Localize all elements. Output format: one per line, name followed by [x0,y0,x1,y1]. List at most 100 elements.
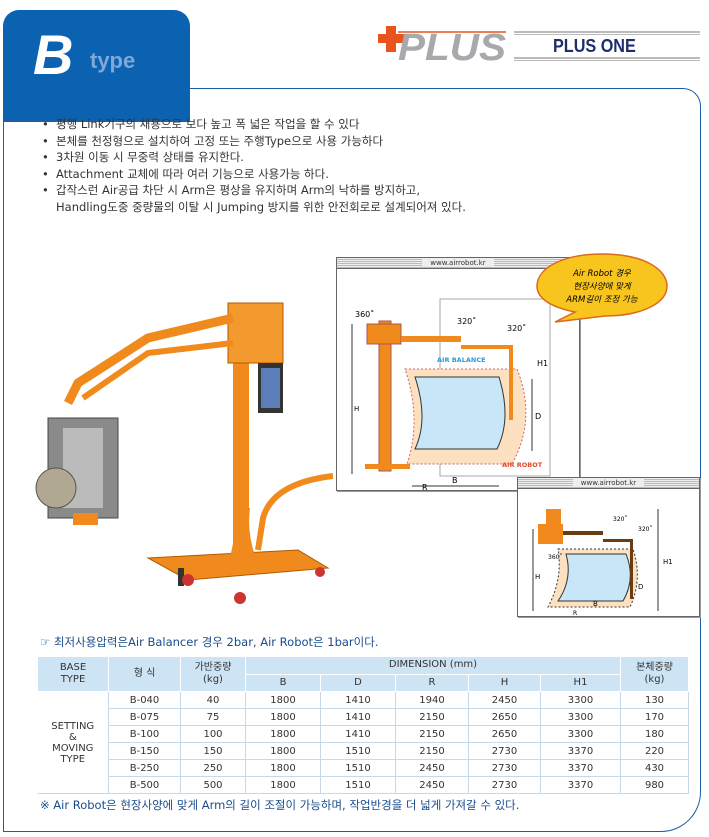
table-cell: B-100 [108,725,181,743]
table-cell: 1510 [320,759,396,777]
table-cell: 1940 [395,691,469,709]
table-cell: 40 [180,691,246,709]
content-panel [3,119,701,832]
table-cell: 2150 [395,708,469,726]
type-tab [3,10,190,122]
table-cell: 100 [180,725,246,743]
table-cell: 1800 [245,776,321,794]
table-cell: 3370 [540,742,621,760]
svg-text:D: D [535,412,541,421]
feature-list: 평행 Link기구의 채용으로 보다 높고 폭 넓은 작업을 할 수 있다 본체… [42,116,466,216]
table-cell: 1800 [245,725,321,743]
table-cell: 3300 [540,691,621,709]
svg-text:PLUS: PLUS [398,27,506,64]
table-cell: 2450 [468,691,541,709]
table-cell: 2150 [395,725,469,743]
diagram-window-1: www.airrobot.kr 360˚ 320˚ 320˚ AIR BALAN… [336,257,580,492]
svg-text:D: D [638,583,643,591]
table-cell: 250 [180,759,246,777]
svg-text:B: B [452,476,458,485]
table-cell: 2450 [395,759,469,777]
table-cell: 2650 [468,725,541,743]
svg-text:Air Robot 경우: Air Robot 경우 [572,268,632,279]
table-cell: 2730 [468,776,541,794]
table-cell: 1410 [320,691,396,709]
table-cell: 3300 [540,725,621,743]
window-titlebar: www.airrobot.kr [518,478,699,489]
diagram-window-2: www.airrobot.kr 320˚ 320˚ 360˚ H H1 D B … [517,477,700,617]
table-cell: 3370 [540,759,621,777]
table-cell: 1800 [245,708,321,726]
window-url: www.airrobot.kr [422,259,494,267]
table-cell: 2730 [468,759,541,777]
table-cell: 2150 [395,742,469,760]
product-photo [35,302,333,604]
plus-logo: PLUS [378,26,506,64]
table-cell: 980 [620,776,689,794]
svg-text:H1: H1 [537,359,548,368]
svg-text:H: H [535,573,540,581]
feature-item: Attachment 교체에 따라 여러 기능으로 사용가능 하다. [42,166,466,183]
svg-text:R: R [573,610,577,616]
svg-text:R: R [422,483,428,490]
svg-text:320˚: 320˚ [457,316,476,326]
svg-text:AIR BALANCE: AIR BALANCE [437,356,486,364]
table-cell: 3300 [540,708,621,726]
panel-top-border [186,88,701,121]
table-cell: 2450 [395,776,469,794]
table-cell: 1800 [245,691,321,709]
air-robot-diagram: 360˚ 320˚ 320˚ AIR BALANCE AIR ROBOT H H… [351,298,551,492]
table-cell: 2650 [468,708,541,726]
svg-text:AIR ROBOT: AIR ROBOT [502,461,543,469]
window-titlebar: www.airrobot.kr [337,258,579,269]
svg-text:320˚: 320˚ [613,516,627,523]
table-cell: 180 [620,725,689,743]
type-letter: B [33,23,74,86]
svg-text:H1: H1 [663,558,673,566]
table-cell: 430 [620,759,689,777]
table-cell: B-075 [108,708,181,726]
table-cell: 220 [620,742,689,760]
table-cell: 1410 [320,725,396,743]
table-cell: 1510 [320,776,396,794]
table-cell: 75 [180,708,246,726]
feature-item-cont: Handling도중 중량물의 이탈 시 Jumping 방지를 위한 안전회로… [56,199,466,214]
type-word: type [90,48,136,73]
svg-text:현장사양에 맞게: 현장사양에 맞게 [573,281,632,292]
svg-text:360˚: 360˚ [548,554,562,561]
table-cell: B-040 [108,691,181,709]
table-cell: 1800 [245,759,321,777]
pressure-note: ☞ 최저사용압력은Air Balancer 경우 2bar, Air Robot… [40,635,379,649]
window-url: www.airrobot.kr [572,479,645,487]
table-cell: B-150 [108,742,181,760]
svg-text:B: B [593,600,598,608]
table-cell: 130 [620,691,689,709]
feature-item: 본체를 천정형으로 설치하여 고정 또는 주행Type으로 사용 가능하다 [42,133,466,150]
air-robot-diagram-2: 320˚ 320˚ 360˚ H H1 D B R [532,509,673,617]
table-cell: 1800 [245,742,321,760]
callout-bubble: Air Robot 경우 현장사양에 맞게 ARM길이 조정 가능 [536,253,668,323]
table-cell: 170 [620,708,689,726]
feature-item: 평행 Link기구의 채용으로 보다 높고 폭 넓은 작업을 할 수 있다 [42,116,466,133]
table-cell: 3370 [540,776,621,794]
brand-rule-top [514,31,700,35]
svg-text:360˚: 360˚ [355,309,374,319]
feature-item: 3차원 이동 시 무중력 상태를 유지한다. [42,149,466,166]
footnote: ※ Air Robot은 현장사양에 맞게 Arm의 길이 조절이 가능하며, … [40,798,520,812]
table-cell: 150 [180,742,246,760]
table-cell: 2730 [468,742,541,760]
svg-text:ARM길이 조정 가능: ARM길이 조정 가능 [565,294,639,305]
svg-text:H: H [354,405,359,413]
table-cell: 1510 [320,742,396,760]
brand-rule-bottom [514,57,700,61]
svg-text:320˚: 320˚ [638,526,652,533]
svg-text:320˚: 320˚ [507,323,526,333]
table-cell: B-250 [108,759,181,777]
